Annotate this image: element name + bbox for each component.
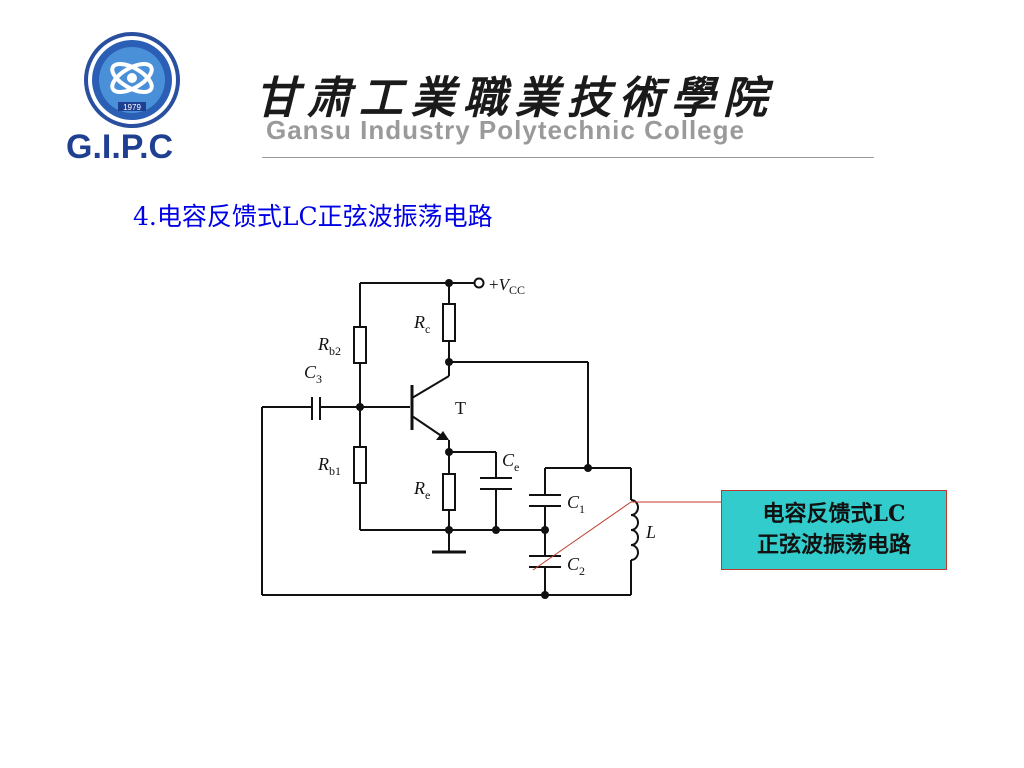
label-c3: C3	[304, 362, 322, 386]
label-re: Re	[413, 478, 430, 502]
college-name-chinese: 甘肃工業職業技術學院	[255, 73, 775, 124]
label-transistor: T	[455, 398, 466, 418]
callout-line-1: 电容反馈式LC	[762, 501, 906, 527]
label-c2: C2	[567, 554, 585, 578]
label-ce: Ce	[502, 450, 519, 474]
header-divider	[262, 157, 874, 158]
college-seal-logo: 1979	[84, 32, 180, 128]
label-rb2: Rb2	[317, 334, 341, 358]
slide-title: 4.电容反馈式LC正弦波振荡电路	[133, 202, 493, 231]
callout-line-2: 正弦波振荡电路	[756, 532, 911, 558]
college-name-english: Gansu Industry Polytechnic College	[266, 115, 745, 145]
seal-year: 1979	[123, 103, 141, 112]
label-rb1: Rb1	[317, 454, 341, 478]
vcc-label: +VCC	[489, 275, 525, 297]
circuit-callout-box: 电容反馈式LC 正弦波振荡电路	[721, 490, 947, 570]
label-l: L	[645, 522, 656, 542]
logo-abbreviation: G.I.P.C	[66, 128, 174, 166]
label-rc: Rc	[413, 312, 430, 336]
label-c1: C1	[567, 492, 585, 516]
